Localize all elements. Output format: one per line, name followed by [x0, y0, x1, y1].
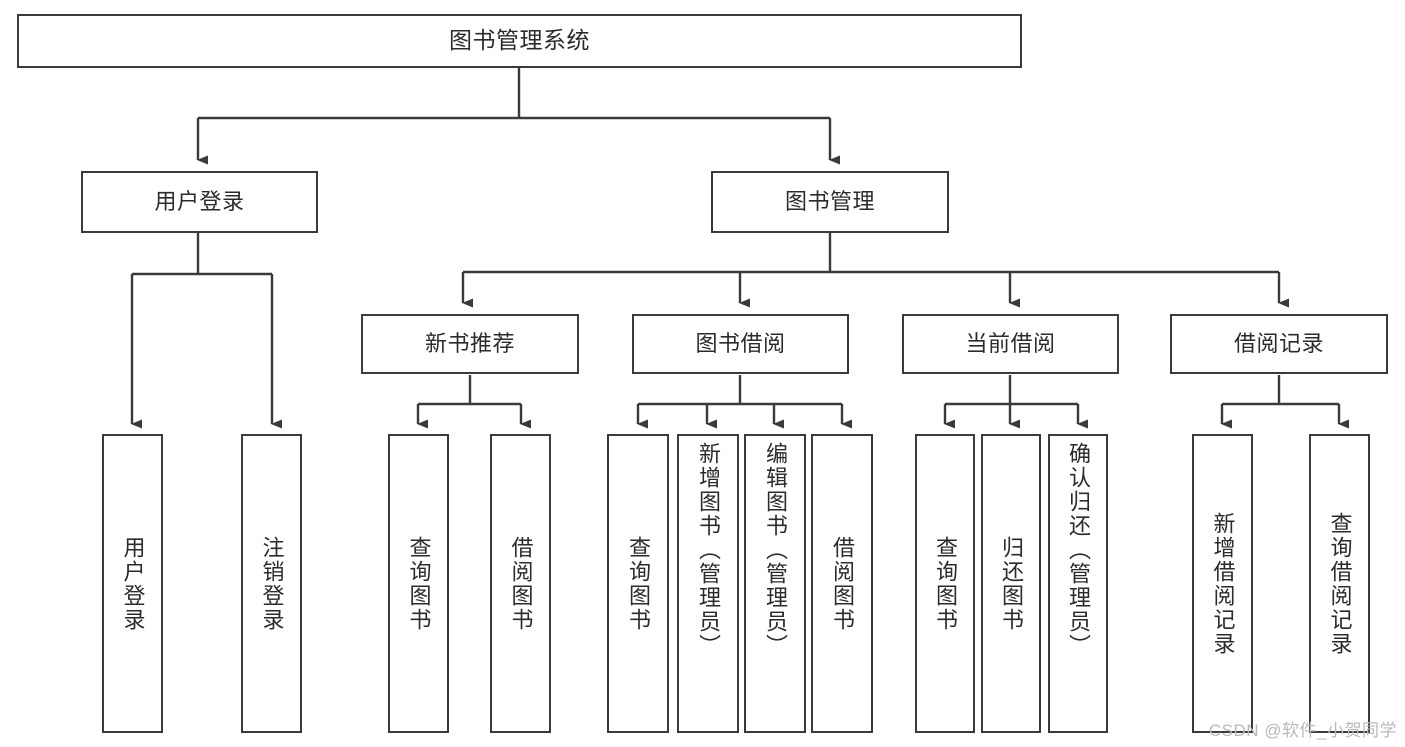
- node-new-book-recommend[interactable]: 新书推荐: [361, 314, 579, 374]
- node-leaf-add-borrow-record[interactable]: 新增借阅记录: [1192, 434, 1253, 733]
- node-current-borrow[interactable]: 当前借阅: [902, 314, 1119, 374]
- node-label: 查询图书: [625, 535, 651, 632]
- csdn-watermark: CSDN @软件_小贺同学: [1208, 721, 1397, 740]
- node-label: 当前借阅: [965, 330, 1056, 356]
- node-leaf-query-book-borrow[interactable]: 查询图书: [607, 434, 669, 733]
- node-leaf-query-borrow-record[interactable]: 查询借阅记录: [1309, 434, 1370, 733]
- node-borrow-record[interactable]: 借阅记录: [1170, 314, 1388, 374]
- node-label: 图书管理系统: [449, 27, 590, 54]
- node-leaf-logout-login[interactable]: 注销登录: [241, 434, 302, 733]
- node-root-book-management-system[interactable]: 图书管理系统: [17, 14, 1022, 68]
- node-leaf-borrow-book-borrow[interactable]: 借阅图书: [811, 434, 873, 733]
- node-leaf-return-book[interactable]: 归还图书: [981, 434, 1041, 733]
- node-label: 确认归还（管理员）: [1065, 442, 1091, 658]
- node-user-login[interactable]: 用户登录: [81, 171, 318, 233]
- node-leaf-query-book-recommend[interactable]: 查询图书: [388, 434, 449, 733]
- node-label: 归还图书: [998, 535, 1024, 632]
- node-leaf-query-book-current[interactable]: 查询图书: [915, 434, 975, 733]
- node-book-management[interactable]: 图书管理: [711, 171, 949, 233]
- node-label: 图书借阅: [695, 330, 786, 356]
- node-label: 查询图书: [932, 535, 958, 632]
- node-label: 编辑图书（管理员）: [762, 442, 788, 658]
- node-label: 新增图书（管理员）: [695, 442, 721, 658]
- node-leaf-borrow-book-recommend[interactable]: 借阅图书: [490, 434, 551, 733]
- node-label: 借阅记录: [1233, 330, 1324, 356]
- node-leaf-confirm-return-admin[interactable]: 确认归还（管理员）: [1048, 434, 1108, 733]
- node-label: 注销登录: [259, 535, 285, 632]
- node-label: 查询借阅记录: [1327, 511, 1353, 656]
- node-label: 用户登录: [154, 188, 245, 214]
- node-label: 借阅图书: [829, 535, 855, 632]
- node-book-borrow[interactable]: 图书借阅: [632, 314, 849, 374]
- node-leaf-user-login[interactable]: 用户登录: [102, 434, 163, 733]
- node-label: 新书推荐: [424, 330, 515, 356]
- node-label: 借阅图书: [508, 535, 534, 632]
- node-leaf-edit-book-admin[interactable]: 编辑图书（管理员）: [744, 434, 806, 733]
- node-label: 新增借阅记录: [1210, 511, 1236, 656]
- node-label: 图书管理: [784, 188, 875, 214]
- node-label: 用户登录: [120, 535, 146, 632]
- node-leaf-add-book-admin[interactable]: 新增图书（管理员）: [677, 434, 739, 733]
- node-label: 查询图书: [406, 535, 432, 632]
